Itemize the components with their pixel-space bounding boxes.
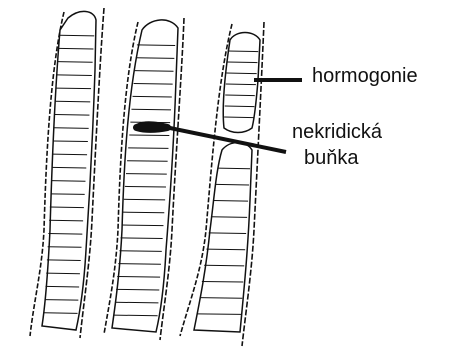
cell-wall xyxy=(225,106,255,107)
cell-wall xyxy=(48,247,82,248)
cell-wall xyxy=(114,315,158,316)
cell-wall xyxy=(131,109,171,110)
cell-wall xyxy=(119,251,161,252)
cell-wall xyxy=(56,101,91,102)
cell-wall xyxy=(204,265,244,266)
cell-wall xyxy=(51,181,85,182)
cell-wall xyxy=(45,286,79,287)
cell-wall xyxy=(200,298,243,299)
cell-wall xyxy=(135,71,174,72)
cell-wall xyxy=(123,212,165,213)
cell-wall xyxy=(59,48,94,49)
cell-wall xyxy=(57,75,92,76)
cell-wall xyxy=(50,207,84,208)
cell-wall xyxy=(53,141,87,142)
filament-middle-trichome xyxy=(112,20,178,332)
cell-wall xyxy=(59,35,94,36)
cell-wall xyxy=(206,249,245,250)
filament-left-trichome xyxy=(42,11,96,330)
cell-wall xyxy=(126,174,167,175)
cell-wall xyxy=(218,168,250,169)
filament-right-trichome-lower xyxy=(194,143,252,333)
cell-wall xyxy=(133,96,172,97)
cell-wall xyxy=(120,238,162,239)
cell-wall xyxy=(44,313,78,314)
cell-wall xyxy=(209,233,246,234)
cell-wall xyxy=(226,84,256,85)
cell-wall xyxy=(116,289,159,290)
cell-wall xyxy=(226,73,256,74)
cell-wall xyxy=(211,217,247,218)
cell-wall xyxy=(225,95,255,96)
cell-wall xyxy=(117,277,160,278)
hormogonie-label: hormogonie xyxy=(312,66,418,86)
filament-right xyxy=(180,22,264,346)
cell-wall xyxy=(215,184,249,185)
cell-wall xyxy=(227,62,258,63)
cell-wall xyxy=(56,88,91,89)
cell-wall xyxy=(45,300,79,301)
cell-wall xyxy=(128,148,168,149)
cell-wall xyxy=(49,220,83,221)
cell-wall xyxy=(118,264,161,265)
cell-wall xyxy=(58,62,93,63)
cell-wall xyxy=(202,281,243,282)
filament-left xyxy=(30,8,104,338)
cell-wall xyxy=(53,154,87,155)
cell-wall xyxy=(127,161,168,162)
cell-wall xyxy=(129,135,169,136)
cell-wall xyxy=(224,117,253,118)
cell-wall xyxy=(124,199,165,200)
cell-wall xyxy=(55,115,90,116)
cell-wall xyxy=(52,167,86,168)
necridic-label-line1: nekridická xyxy=(292,122,382,142)
cell-wall xyxy=(51,194,85,195)
filament-middle xyxy=(104,18,184,340)
cell-wall xyxy=(122,225,164,226)
cell-wall xyxy=(213,201,248,202)
cell-wall xyxy=(134,83,173,84)
cell-wall xyxy=(197,314,241,315)
cell-wall xyxy=(48,233,82,234)
cell-wall xyxy=(125,186,166,187)
cell-wall xyxy=(115,302,158,303)
cell-wall xyxy=(47,260,81,261)
cell-wall xyxy=(137,45,175,46)
cell-wall xyxy=(227,51,258,52)
necridic-label-line2: buňka xyxy=(304,148,359,168)
cell-wall xyxy=(136,58,175,59)
cell-wall xyxy=(46,273,80,274)
cell-wall xyxy=(54,128,88,129)
